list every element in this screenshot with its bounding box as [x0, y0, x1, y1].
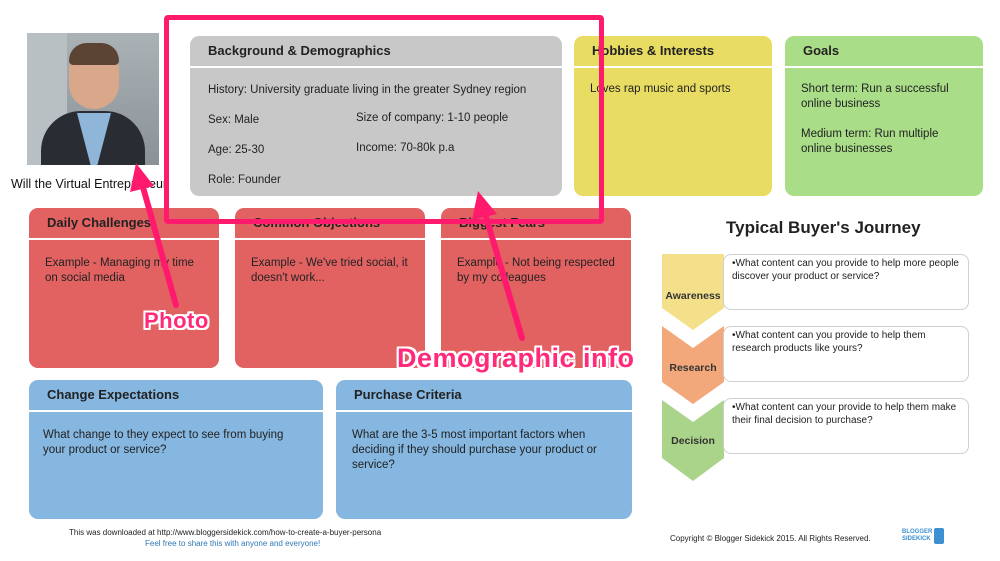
daily-challenges-text: Example - Managing my time on social med… — [45, 257, 194, 284]
purchase-criteria-title: Purchase Criteria — [336, 380, 632, 412]
background-demographics-card: Background & Demographics History: Unive… — [190, 36, 562, 196]
awareness-chevron — [662, 254, 724, 330]
footer-share-note: Feel free to share this with anyone and … — [145, 539, 321, 548]
logo-icon — [934, 528, 944, 544]
persona-photo — [27, 33, 159, 165]
stage-box-research: •What content can you provide to help th… — [723, 326, 969, 382]
annotation-photo: Photo — [144, 308, 209, 333]
background-history: History: University graduate living in t… — [208, 84, 527, 96]
hobbies-card: Hobbies & Interests Loves rap music and … — [574, 36, 772, 196]
research-chevron — [662, 326, 724, 404]
photo-arrow-head — [130, 163, 154, 192]
demographic-arrow-line — [481, 207, 525, 341]
stage-box-awareness: •What content can you provide to help mo… — [723, 254, 969, 310]
daily-challenges-card: Daily Challenges Example - Managing my t… — [29, 208, 219, 368]
footer-download-note: This was downloaded at http://www.blogge… — [69, 528, 382, 537]
logo-line1: BLOGGER — [902, 529, 933, 535]
decision-chevron — [662, 400, 724, 481]
stage-label-decision: Decision — [671, 435, 715, 447]
hobbies-text: Loves rap music and sports — [590, 83, 731, 95]
background-age: Age: 25-30 — [208, 144, 265, 156]
annotation-demographic-info: Demographic info — [397, 343, 635, 373]
common-objections-text: Example - We've tried social, it doesn't… — [251, 257, 408, 284]
purchase-criteria-text: What are the 3-5 most important factors … — [352, 429, 597, 471]
goals-title: Goals — [785, 36, 983, 68]
background-role: Role: Founder — [208, 174, 281, 186]
demographic-highlight-box — [164, 15, 604, 224]
persona-name: Will the Virtual Entrepreneur — [11, 177, 168, 191]
stage-label-awareness: Awareness — [665, 290, 721, 302]
change-expectations-title: Change Expectations — [29, 380, 323, 412]
purchase-criteria-card: Purchase Criteria What are the 3-5 most … — [336, 380, 632, 519]
demographic-arrow-head — [472, 191, 497, 220]
hobbies-title: Hobbies & Interests — [574, 36, 772, 68]
common-objections-card: Common Objections Example - We've tried … — [235, 208, 425, 368]
goals-card: Goals Short term: Run a successful onlin… — [785, 36, 983, 196]
biggest-fears-card: Biggest Fears Example - Not being respec… — [441, 208, 631, 368]
background-sex: Sex: Male — [208, 114, 260, 126]
background-title: Background & Demographics — [190, 36, 562, 68]
goals-medium-term: Medium term: Run multiple online busines… — [801, 128, 939, 155]
background-company-size: Size of company: 1-10 people — [356, 112, 509, 124]
background-income: Income: 70-80k p.a — [356, 142, 455, 154]
change-expectations-card: Change Expectations What change to they … — [29, 380, 323, 519]
stage-label-research: Research — [669, 362, 717, 374]
goals-short-term: Short term: Run a successful online busi… — [801, 83, 949, 110]
logo-line2: SIDEKICK — [902, 536, 931, 542]
photo-arrow-line — [138, 177, 179, 308]
journey-title: Typical Buyer's Journey — [726, 218, 921, 237]
daily-challenges-title: Daily Challenges — [29, 208, 219, 240]
footer-copyright: Copyright © Blogger Sidekick 2015. All R… — [670, 534, 871, 543]
stage-box-decision: •What content can your provide to help t… — [723, 398, 969, 454]
blogger-sidekick-logo: BLOGGER SIDEKICK — [902, 529, 932, 543]
journey-chevrons — [662, 254, 724, 481]
change-expectations-text: What change to they expect to see from b… — [43, 429, 284, 456]
